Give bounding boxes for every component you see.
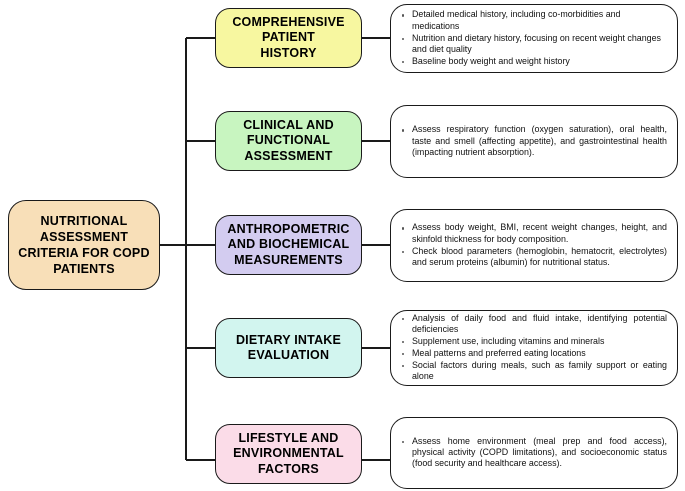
list-item: Assess respiratory function (oxygen satu… [399, 124, 667, 158]
branch-node-clinical-and-functional-assessment[interactable]: CLINICAL AND FUNCTIONAL ASSESSMENT [215, 111, 362, 171]
list-item: Assess body weight, BMI, recent weight c… [399, 222, 667, 245]
detail-bullet-list: Analysis of daily food and fluid intake,… [391, 313, 677, 383]
branch-node-label: LIFESTYLE AND ENVIRONMENTAL FACTORS [233, 430, 344, 476]
list-item: Analysis of daily food and fluid intake,… [399, 313, 667, 336]
bullet-text: Meal patterns and preferred eating locat… [412, 348, 586, 358]
branch-node-lifestyle-and-environmental-factors[interactable]: LIFESTYLE AND ENVIRONMENTAL FACTORS [215, 424, 362, 484]
detail-bullet-list: Detailed medical history, including co-m… [391, 9, 677, 68]
detail-bullet-list: Assess body weight, BMI, recent weight c… [391, 222, 677, 269]
list-item: Baseline body weight and weight history [399, 56, 667, 67]
list-item: Meal patterns and preferred eating locat… [399, 348, 667, 359]
branch-node-label: ANTHROPOMETRIC AND BIOCHEMICAL MEASUREME… [227, 221, 350, 267]
root-node-label: NUTRITIONAL ASSESSMENT CRITERIA FOR COPD… [18, 214, 150, 276]
detail-box-clinical-and-functional-assessment: Assess respiratory function (oxygen satu… [390, 105, 678, 178]
bullet-text: Assess respiratory function (oxygen satu… [412, 124, 667, 157]
detail-box-comprehensive-patient-history: Detailed medical history, including co-m… [390, 4, 678, 73]
branch-node-label: COMPREHENSIVE PATIENT HISTORY [232, 14, 345, 60]
list-item: Detailed medical history, including co-m… [399, 9, 667, 32]
detail-box-dietary-intake-evaluation: Analysis of daily food and fluid intake,… [390, 310, 678, 386]
bullet-text: Baseline body weight and weight history [412, 55, 570, 66]
root-node[interactable]: NUTRITIONAL ASSESSMENT CRITERIA FOR COPD… [8, 200, 160, 290]
list-item: Assess home environment (meal prep and f… [399, 436, 667, 470]
branch-node-dietary-intake-evaluation[interactable]: DIETARY INTAKE EVALUATION [215, 318, 362, 378]
bullet-text: Assess body weight, BMI, recent weight c… [412, 222, 667, 244]
detail-bullet-list: Assess respiratory function (oxygen satu… [391, 124, 677, 159]
branch-node-label: DIETARY INTAKE EVALUATION [235, 332, 342, 363]
list-item: Nutrition and dietary history, focusing … [399, 33, 667, 56]
branch-node-label: CLINICAL AND FUNCTIONAL ASSESSMENT [243, 117, 334, 163]
detail-box-lifestyle-and-environmental-factors: Assess home environment (meal prep and f… [390, 417, 678, 489]
bullet-text: Check blood parameters (hemoglobin, hema… [412, 245, 667, 267]
list-item: Supplement use, including vitamins and m… [399, 336, 667, 347]
bullet-text: Detailed medical history, including co-m… [412, 9, 621, 31]
bullet-text: Supplement use, including vitamins and m… [412, 336, 605, 347]
detail-box-anthropometric-and-biochemical-measurements: Assess body weight, BMI, recent weight c… [390, 209, 678, 282]
branch-node-comprehensive-patient-history[interactable]: COMPREHENSIVE PATIENT HISTORY [215, 8, 362, 68]
bullet-text: Analysis of daily food and fluid intake,… [412, 312, 667, 335]
bullet-text: Nutrition and dietary history, focusing … [412, 32, 661, 54]
list-item: Check blood parameters (hemoglobin, hema… [399, 246, 667, 269]
bullet-text: Assess home environment (meal prep and f… [412, 435, 667, 469]
detail-bullet-list: Assess home environment (meal prep and f… [391, 436, 677, 471]
bullet-text: Social factors during meals, such as fam… [412, 359, 667, 382]
branch-node-anthropometric-and-biochemical-measurements[interactable]: ANTHROPOMETRIC AND BIOCHEMICAL MEASUREME… [215, 215, 362, 275]
list-item: Social factors during meals, such as fam… [399, 360, 667, 383]
